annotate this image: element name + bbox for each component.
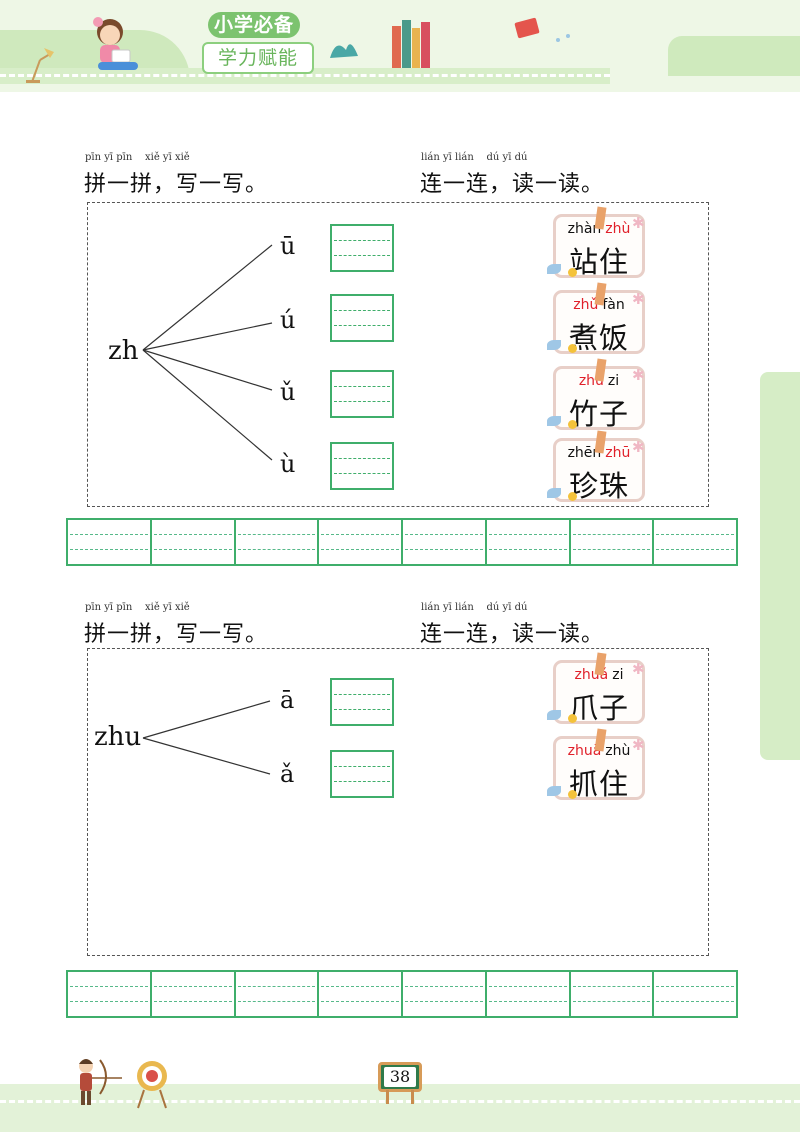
header-road-dashes: [0, 74, 610, 77]
dot-decoration: [568, 268, 577, 277]
writing-cell[interactable]: [236, 520, 320, 564]
card-hanzi: 珍珠: [568, 469, 629, 503]
final-vowel: ā: [280, 686, 295, 714]
writing-cell[interactable]: [487, 520, 571, 564]
card-pinyin: zhēn: [567, 445, 602, 461]
right-heading-pinyin: lián yī lián dú yī dú: [421, 152, 528, 163]
pinyin-write-box[interactable]: [330, 224, 394, 272]
header-right-tab: [668, 36, 800, 76]
writing-cell[interactable]: [236, 972, 320, 1016]
writing-cell[interactable]: [487, 972, 571, 1016]
board-leg: [386, 1090, 389, 1104]
star-icon: ✱: [632, 290, 645, 308]
star-icon: ✱: [632, 438, 645, 456]
footer-band: [0, 1084, 800, 1132]
card-pinyin: zhuā: [567, 743, 602, 759]
final-vowel: ú: [280, 306, 296, 334]
right-heading-pinyin: lián yī lián dú yī dú: [421, 602, 528, 613]
right-heading: 连一连，读一读。: [420, 622, 605, 647]
leaf-icon: [547, 786, 561, 796]
writing-cell[interactable]: [319, 520, 403, 564]
card-hanzi: 爪子: [568, 691, 629, 725]
card-hanzi: 煮饭: [568, 321, 629, 355]
star-icon: ✱: [632, 660, 645, 678]
writing-cell[interactable]: [571, 972, 655, 1016]
leaf-icon: [547, 340, 561, 350]
girl-reading-illustration: [93, 17, 138, 70]
pinyin-write-box[interactable]: [330, 750, 394, 798]
pinyin-write-box[interactable]: [330, 370, 394, 418]
card-hanzi: 竹子: [568, 397, 629, 431]
lamp-icon: [26, 48, 54, 83]
dot-decoration: [568, 492, 577, 501]
brand-title: 小学必备: [208, 12, 301, 38]
pinyin-write-box[interactable]: [330, 678, 394, 726]
leaf-icon: [547, 264, 561, 274]
card-pinyin: zhù: [605, 743, 631, 759]
plant-icon: [330, 44, 358, 58]
initial-syllable: zh: [108, 336, 139, 366]
page-number-board: 38: [378, 1062, 422, 1092]
brand-subtitle: 学力赋能: [202, 42, 314, 74]
board-leg: [411, 1090, 414, 1104]
page-number: 38: [384, 1067, 416, 1087]
card-pinyin: zhǔ: [573, 297, 599, 313]
star-icon: ✱: [632, 366, 645, 384]
footer-road-dashes: [0, 1100, 800, 1103]
writing-cell[interactable]: [319, 972, 403, 1016]
initial-syllable: zhu: [94, 722, 142, 752]
card-pinyin: zi: [612, 667, 624, 683]
card-pinyin: zhū: [605, 445, 631, 461]
flying-book-icon: [514, 17, 570, 42]
writing-cell[interactable]: [403, 972, 487, 1016]
dot-decoration: [568, 420, 577, 429]
card-hanzi: 站住: [568, 245, 629, 279]
final-vowel: ù: [280, 450, 296, 478]
leaf-icon: [547, 488, 561, 498]
dot-decoration: [568, 714, 577, 723]
card-pinyin: zhàn: [567, 221, 602, 237]
final-vowel: ū: [280, 232, 296, 260]
final-vowel: ǔ: [280, 378, 296, 406]
star-icon: ✱: [632, 214, 645, 232]
leaf-icon: [547, 710, 561, 720]
writing-cell[interactable]: [654, 972, 736, 1016]
books-icon: [392, 20, 430, 68]
card-pinyin: zi: [607, 373, 620, 389]
writing-cell[interactable]: [68, 520, 152, 564]
pinyin-write-box[interactable]: [330, 442, 394, 490]
writing-cell[interactable]: [152, 972, 236, 1016]
pinyin-write-box[interactable]: [330, 294, 394, 342]
writing-cell[interactable]: [68, 972, 152, 1016]
exercise-box: [87, 648, 709, 956]
writing-cell[interactable]: [571, 520, 655, 564]
left-heading: 拼一拼，写一写。: [84, 622, 269, 647]
writing-cell[interactable]: [152, 520, 236, 564]
card-pinyin: fàn: [602, 297, 625, 313]
dot-decoration: [568, 344, 577, 353]
writing-grid-row[interactable]: [66, 518, 738, 566]
writing-cell[interactable]: [403, 520, 487, 564]
exercise-box: [87, 202, 709, 507]
writing-grid-row[interactable]: [66, 970, 738, 1018]
card-hanzi: 抓住: [568, 767, 629, 801]
dot-decoration: [568, 790, 577, 799]
leaf-icon: [547, 416, 561, 426]
left-heading-pinyin: pīn yī pīn xiě yī xiě: [85, 602, 190, 613]
left-heading: 拼一拼，写一写。: [84, 172, 269, 197]
writing-cell[interactable]: [654, 520, 736, 564]
right-heading: 连一连，读一读。: [420, 172, 605, 197]
card-pinyin: zhù: [605, 221, 631, 237]
archer-illustration: [79, 1059, 167, 1109]
left-heading-pinyin: pīn yī pīn xiě yī xiě: [85, 152, 190, 163]
side-strip: [760, 372, 800, 760]
final-vowel: ǎ: [280, 760, 295, 788]
star-icon: ✱: [632, 736, 645, 754]
